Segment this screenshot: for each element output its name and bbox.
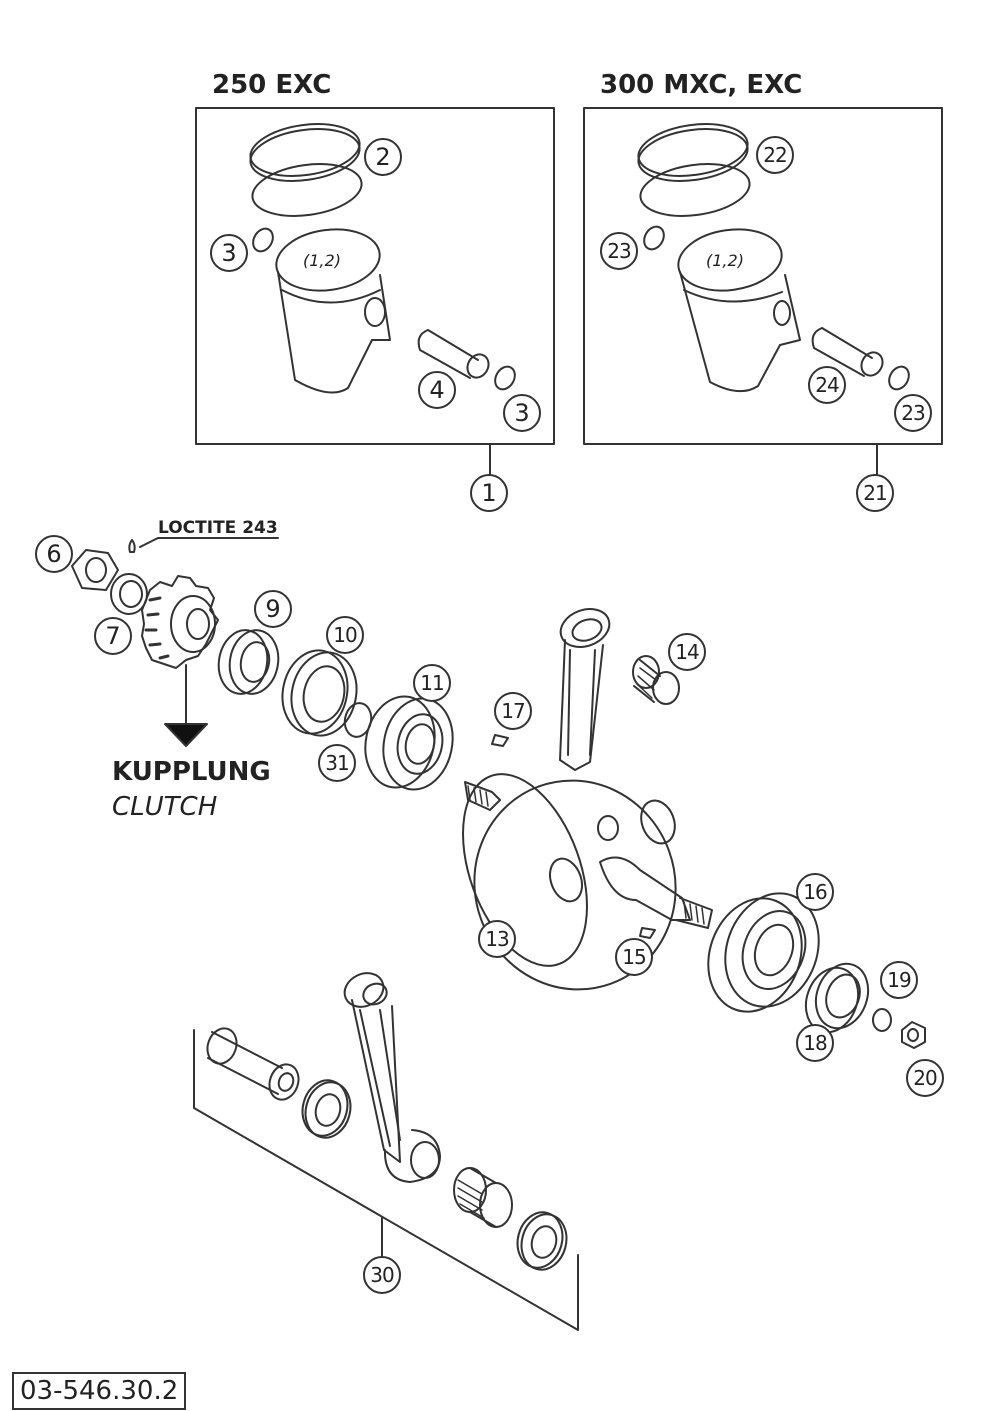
woodruff-key-17 <box>491 734 509 747</box>
title-300-mxc-exc: 300 MXC, EXC <box>600 70 803 100</box>
right-piston-marking: (1,2) <box>706 251 744 270</box>
callout-14: 14 <box>668 633 706 671</box>
rod-kit-bracket <box>193 1029 579 1331</box>
callout-15: 15 <box>615 938 653 976</box>
callout-18: 18 <box>796 1024 834 1062</box>
left-piston-rings <box>249 123 363 217</box>
main-bearing-16 <box>707 892 820 1013</box>
left-piston-box <box>195 107 555 445</box>
callout-22: 22 <box>756 136 794 174</box>
crankshaft <box>462 773 713 991</box>
callout-21: 21 <box>856 474 894 512</box>
kit-thrust-washer-left <box>301 1079 352 1139</box>
loctite-label: LOCTITE 243 <box>158 518 278 538</box>
callout-16: 16 <box>796 873 834 911</box>
clutch-label-english: CLUTCH <box>112 792 218 822</box>
right-piston <box>677 228 801 393</box>
callout-2: 2 <box>364 138 402 176</box>
main-bearing-11 <box>364 695 454 791</box>
title-250-exc: 250 EXC <box>212 70 332 100</box>
lock-washer-19 <box>872 1008 892 1032</box>
left-piston-pin <box>417 329 490 379</box>
callout-3-top: 3 <box>210 234 248 272</box>
oil-seal-10 <box>281 649 358 737</box>
right-piston-rings <box>637 123 751 217</box>
left-piston <box>275 228 391 394</box>
kit-piston-pin <box>206 1027 300 1101</box>
kit-thrust-washer-right <box>516 1211 568 1271</box>
kit-connecting-rod <box>343 972 441 1183</box>
callout-7: 7 <box>94 617 132 655</box>
clutch-arrow <box>164 664 208 747</box>
callout-31: 31 <box>318 744 356 782</box>
kit-needle-bearing <box>453 1167 513 1228</box>
left-circlip-top <box>252 227 274 253</box>
callout-10: 10 <box>326 616 364 654</box>
left-circlip-bottom <box>494 365 516 391</box>
callout-23-bottom: 23 <box>894 394 932 432</box>
hex-nut <box>71 549 119 591</box>
right-piston-pin <box>811 327 884 377</box>
callout-13: 13 <box>478 920 516 958</box>
callout-23-top: 23 <box>600 232 638 270</box>
callout-24: 24 <box>808 366 846 404</box>
primary-gear <box>141 575 219 669</box>
loctite-drop <box>128 539 136 553</box>
callout-3-bottom: 3 <box>503 394 541 432</box>
spacer-ring-9 <box>217 629 280 695</box>
callout-11: 11 <box>413 664 451 702</box>
callout-9: 9 <box>254 590 292 628</box>
loctite-leader <box>139 537 279 548</box>
callout-1: 1 <box>470 474 508 512</box>
callout-19: 19 <box>880 961 918 999</box>
lock-washer <box>110 573 148 615</box>
right-piston-box <box>583 107 943 445</box>
clutch-label-german: KUPPLUNG <box>112 757 271 787</box>
callout-30: 30 <box>363 1256 401 1294</box>
nut-20 <box>901 1021 926 1049</box>
callout-20: 20 <box>906 1059 944 1097</box>
callout-4: 4 <box>418 371 456 409</box>
connecting-rod-installed <box>559 608 611 771</box>
figure-number: 03-546.30.2 <box>12 1372 187 1410</box>
callout-6: 6 <box>35 535 73 573</box>
needle-bearing-14 <box>632 655 680 705</box>
right-circlip-top <box>643 225 665 251</box>
left-piston-marking: (1,2) <box>303 251 341 270</box>
woodruff-key-15 <box>639 927 656 939</box>
callout-17: 17 <box>494 692 532 730</box>
right-circlip-bottom <box>888 365 910 391</box>
